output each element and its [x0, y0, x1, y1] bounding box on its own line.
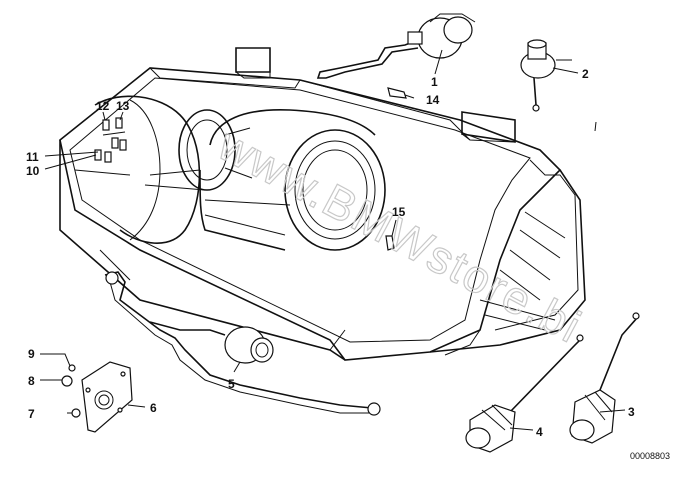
callout-14: 14 — [426, 93, 440, 107]
callout-12: 12 — [96, 99, 110, 113]
part-2-vacuum-actuator — [520, 39, 572, 112]
callout-15: 15 — [392, 205, 406, 219]
callout-8: 8 — [28, 374, 35, 388]
part-15-screw — [385, 235, 395, 251]
callout-7: 7 — [28, 407, 35, 421]
callout-11: 11 — [26, 150, 39, 164]
callout-1: 1 — [431, 75, 438, 89]
parts-10-13-fasteners — [94, 117, 127, 163]
callout-2: 2 — [582, 67, 589, 81]
part-7-screw — [71, 408, 81, 418]
part-1-actuator-lever — [316, 13, 476, 79]
callout-5: 5 — [228, 377, 235, 391]
part-14-clip — [387, 87, 407, 99]
callout-10: 10 — [26, 164, 40, 178]
blower-housing — [59, 47, 586, 361]
callout-3: 3 — [628, 405, 635, 419]
part-8-nut — [61, 375, 73, 387]
part-3-actuator-rod — [569, 312, 640, 444]
part-5-linkage-rod — [104, 271, 381, 416]
stray-mark — [594, 121, 597, 132]
callout-9: 9 — [28, 347, 35, 361]
drawing-code: 00008803 — [630, 451, 670, 461]
callout-6: 6 — [150, 401, 157, 415]
part-6-bracket-plate — [81, 361, 133, 433]
callout-labels: 1 2 3 4 5 6 7 8 9 10 11 12 13 14 15 — [26, 67, 635, 439]
watermark-text: www.BMWstore.bi — [209, 117, 590, 353]
part-9-washer — [68, 364, 76, 372]
callout-13: 13 — [116, 99, 130, 113]
part-4-actuator-rod — [465, 334, 584, 453]
callout-4: 4 — [536, 425, 543, 439]
leader-lines — [40, 49, 626, 431]
